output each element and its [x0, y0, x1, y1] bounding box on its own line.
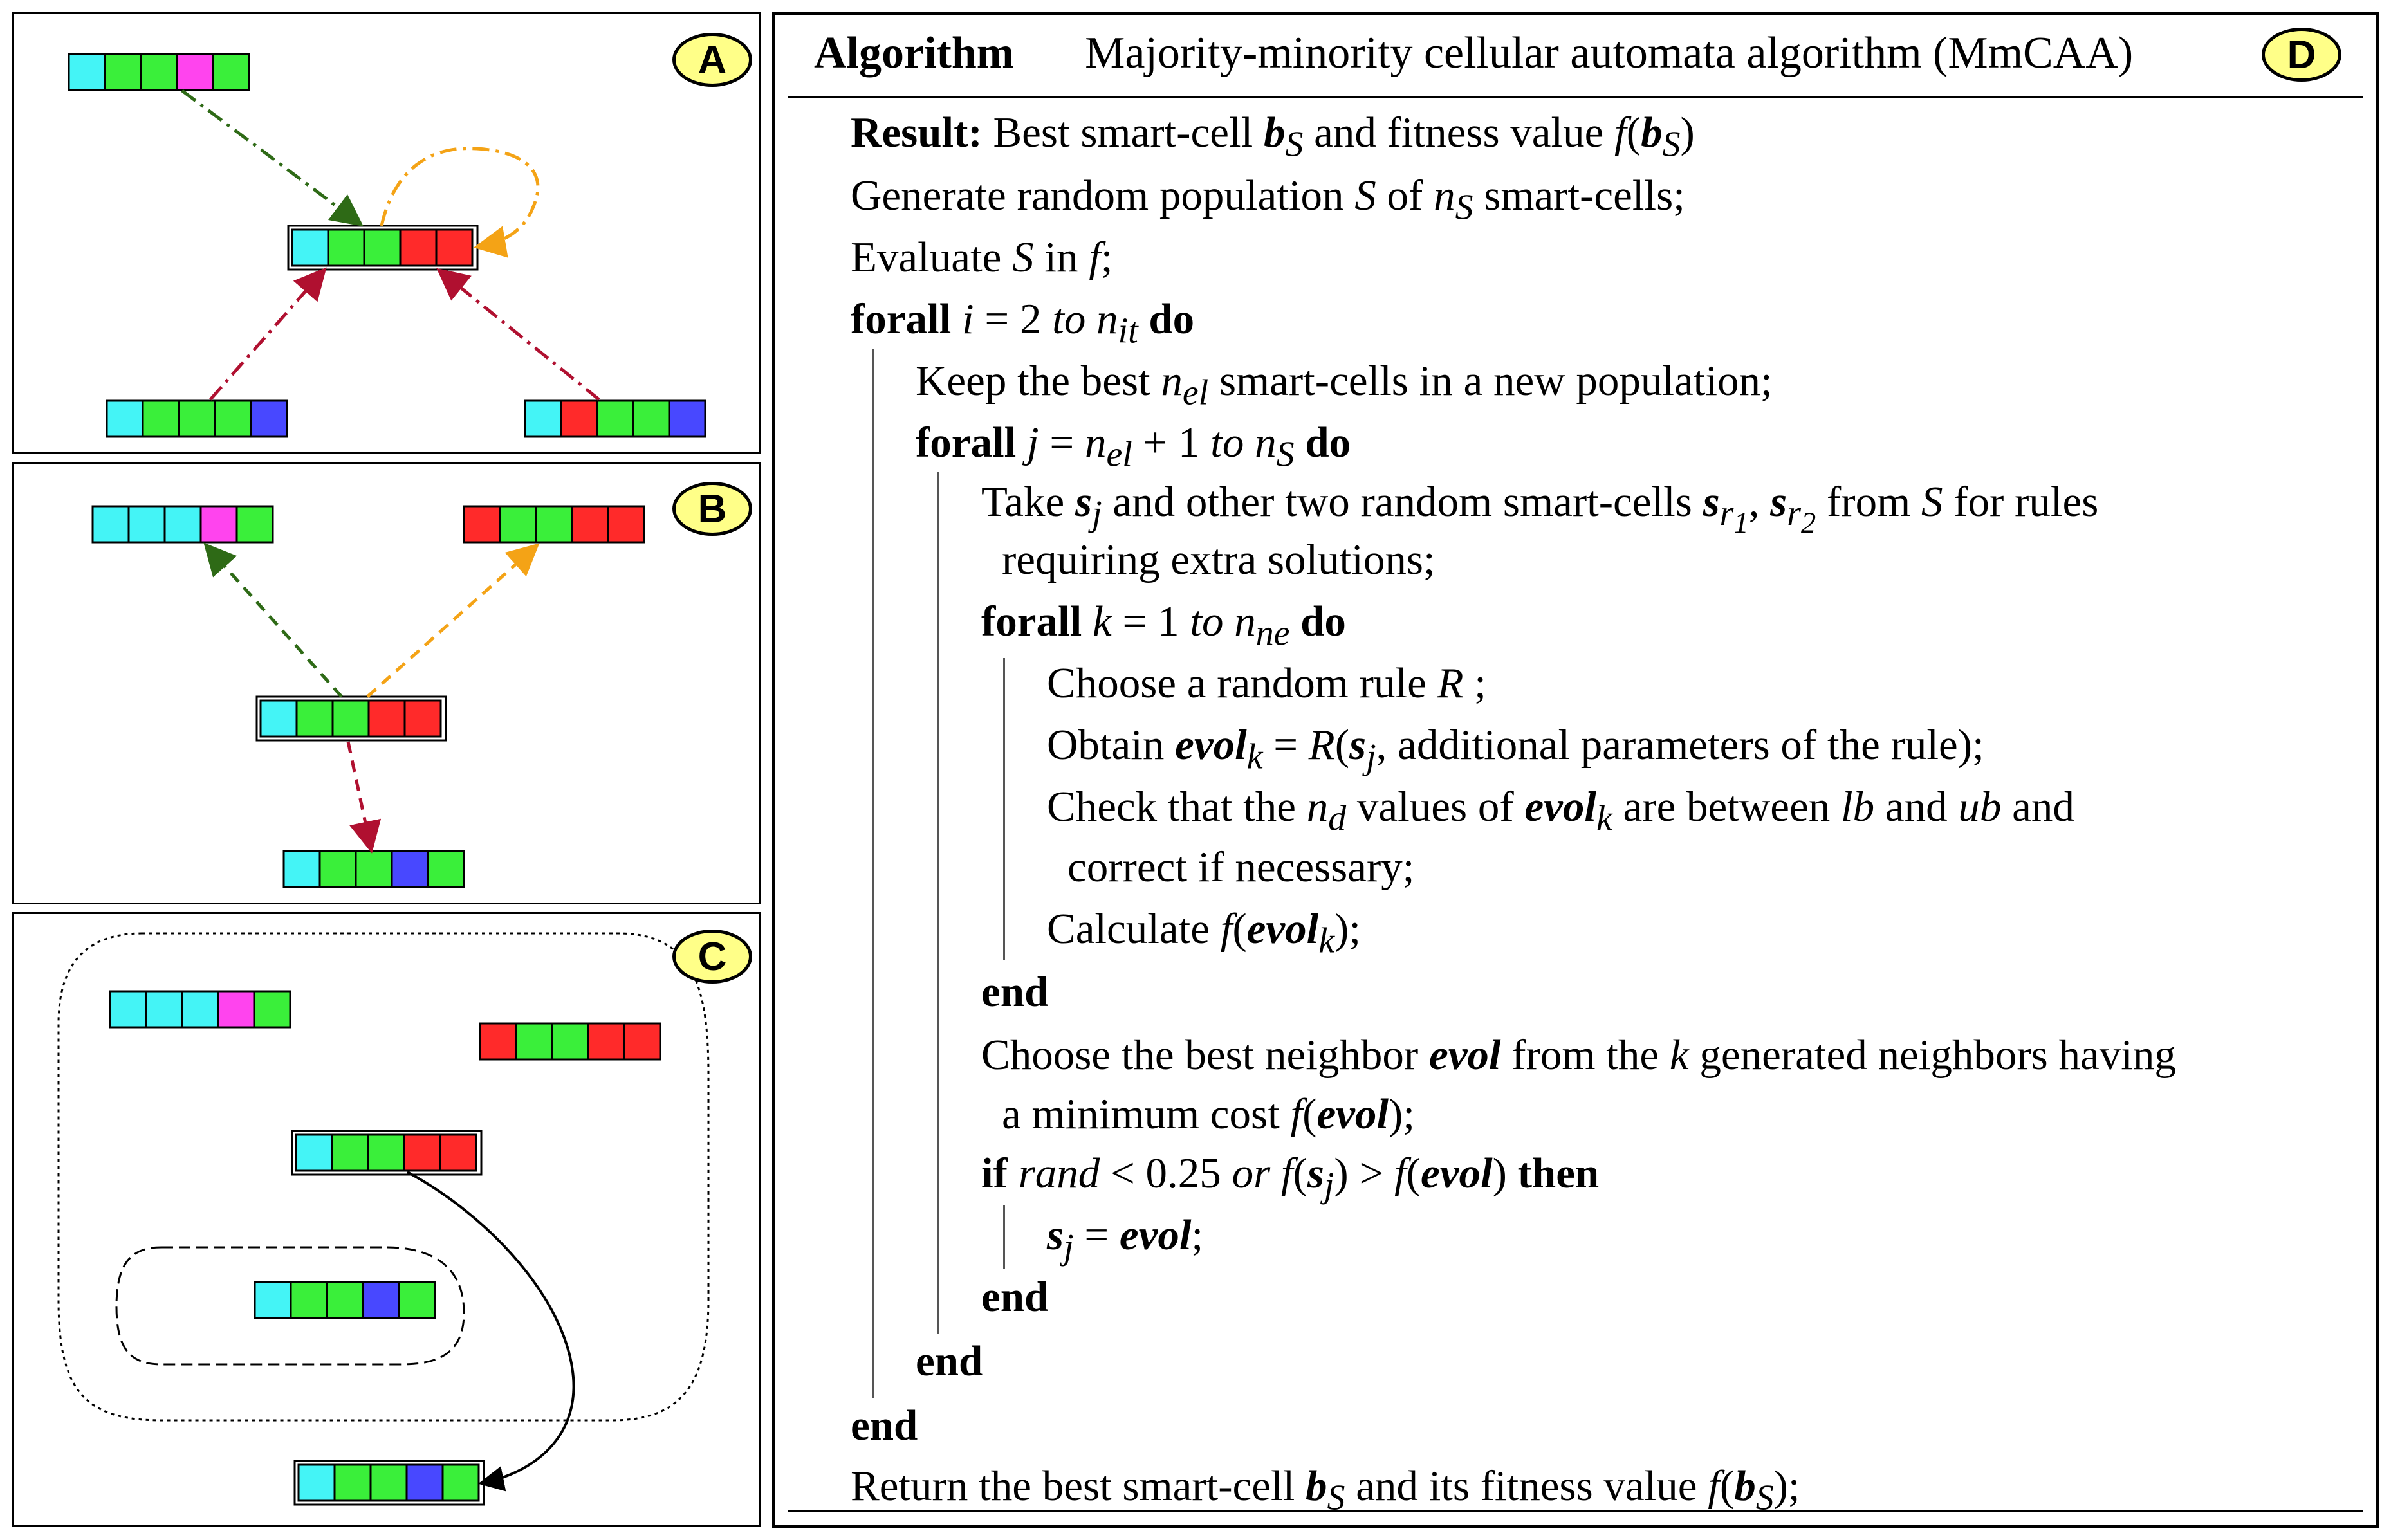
panel-c-diagram [57, 932, 710, 1506]
smart-cell-neighbor-bottom [282, 850, 465, 888]
smart-cell-neighbor-2 [479, 1022, 661, 1061]
line-take: Take sj and other two random smart-cells… [981, 478, 2099, 540]
line-check: Check that the nd values of evolk are be… [1047, 783, 2074, 839]
smart-cell-source-right [524, 399, 706, 438]
line-result: Result: Best smart-cell bS and fitness v… [851, 109, 1695, 165]
line-choose-best-cont: a minimum cost f(evol); [1002, 1090, 1415, 1138]
algorithm-header: Algorithm Majority-minority cellular auto… [814, 28, 2133, 79]
algorithm-title: Majority-minority cellular automata algo… [1085, 28, 2134, 78]
arrow-darkgreen [203, 542, 343, 698]
line-end-if: end [981, 1273, 1049, 1321]
arrow-darkgreen [181, 89, 364, 226]
smart-cell-neighbor-left [91, 505, 274, 544]
line-if: if rand < 0.25 or f(sj) > f(evol) then [981, 1150, 1600, 1205]
smart-cell-result [293, 1460, 485, 1506]
panel-b-label: B [672, 482, 752, 536]
panel-a-label: A [672, 33, 752, 87]
line-generate: Generate random population S of nS smart… [851, 172, 1685, 228]
line-end-i: end [851, 1402, 918, 1449]
scope-bar-if [1003, 1205, 1005, 1269]
smart-cell-center [291, 1130, 483, 1176]
arrow-black-curve [407, 1171, 575, 1492]
panel-d-algorithm: Algorithm Majority-minority cellular auto… [772, 12, 2379, 1528]
smart-cell-neighbor-3 [254, 1281, 436, 1319]
panel-d-label: D [2262, 28, 2341, 82]
line-forall-j: forall j = nel + 1 to nS do [916, 419, 1351, 475]
line-calculate: Calculate f(evolk); [1047, 905, 1361, 961]
scope-bar-j [937, 472, 939, 1334]
arrow-orange-loop [380, 147, 540, 258]
line-take-cont: requiring extra solutions; [1002, 536, 1436, 583]
line-assign: sj = evol; [1047, 1211, 1204, 1267]
line-end-k: end [981, 968, 1049, 1016]
line-choose-best: Choose the best neighbor evol from the k… [981, 1031, 2176, 1079]
smart-cell-center [255, 695, 447, 742]
footer-rule [788, 1510, 2363, 1512]
scope-bar-outer [872, 349, 874, 1398]
panel-c-label: C [672, 930, 752, 984]
smart-cell-center [287, 225, 479, 271]
panel-b: B [12, 462, 761, 904]
arrow-orange [366, 543, 540, 698]
arrow-crimson-right [436, 268, 600, 401]
arrow-crimson [346, 741, 382, 854]
line-forall-k: forall k = 1 to nne do [981, 598, 1346, 654]
line-end-j: end [916, 1337, 983, 1385]
line-check-cont: correct if necessary; [1067, 843, 1415, 891]
inner-neighborhood-boundary [115, 1246, 465, 1366]
line-evaluate: Evaluate S in f; [851, 234, 1113, 281]
smart-cell-source-top [68, 53, 250, 91]
panel-a-diagram [68, 53, 706, 438]
smart-cell-source-left [106, 399, 288, 438]
header-rule [788, 96, 2363, 98]
smart-cell-neighbor-right [463, 505, 645, 544]
line-forall-i: forall i = 2 to nit do [851, 295, 1195, 351]
panel-b-diagram [91, 505, 645, 888]
panel-a: A [12, 12, 761, 454]
panel-c: C [12, 912, 761, 1527]
line-choose-rule: Choose a random rule R ; [1047, 659, 1486, 707]
line-return: Return the best smart-cell bS and its fi… [851, 1462, 1800, 1518]
arrow-crimson-left [209, 267, 327, 401]
smart-cell-neighbor-1 [109, 990, 291, 1029]
scope-bar-k [1003, 658, 1005, 960]
algorithm-heading: Algorithm [814, 28, 1015, 78]
line-obtain: Obtain evolk = R(sj, additional paramete… [1047, 721, 1984, 777]
outer-neighborhood-boundary [57, 932, 710, 1422]
line-keep: Keep the best nel smart-cells in a new p… [916, 357, 1773, 413]
